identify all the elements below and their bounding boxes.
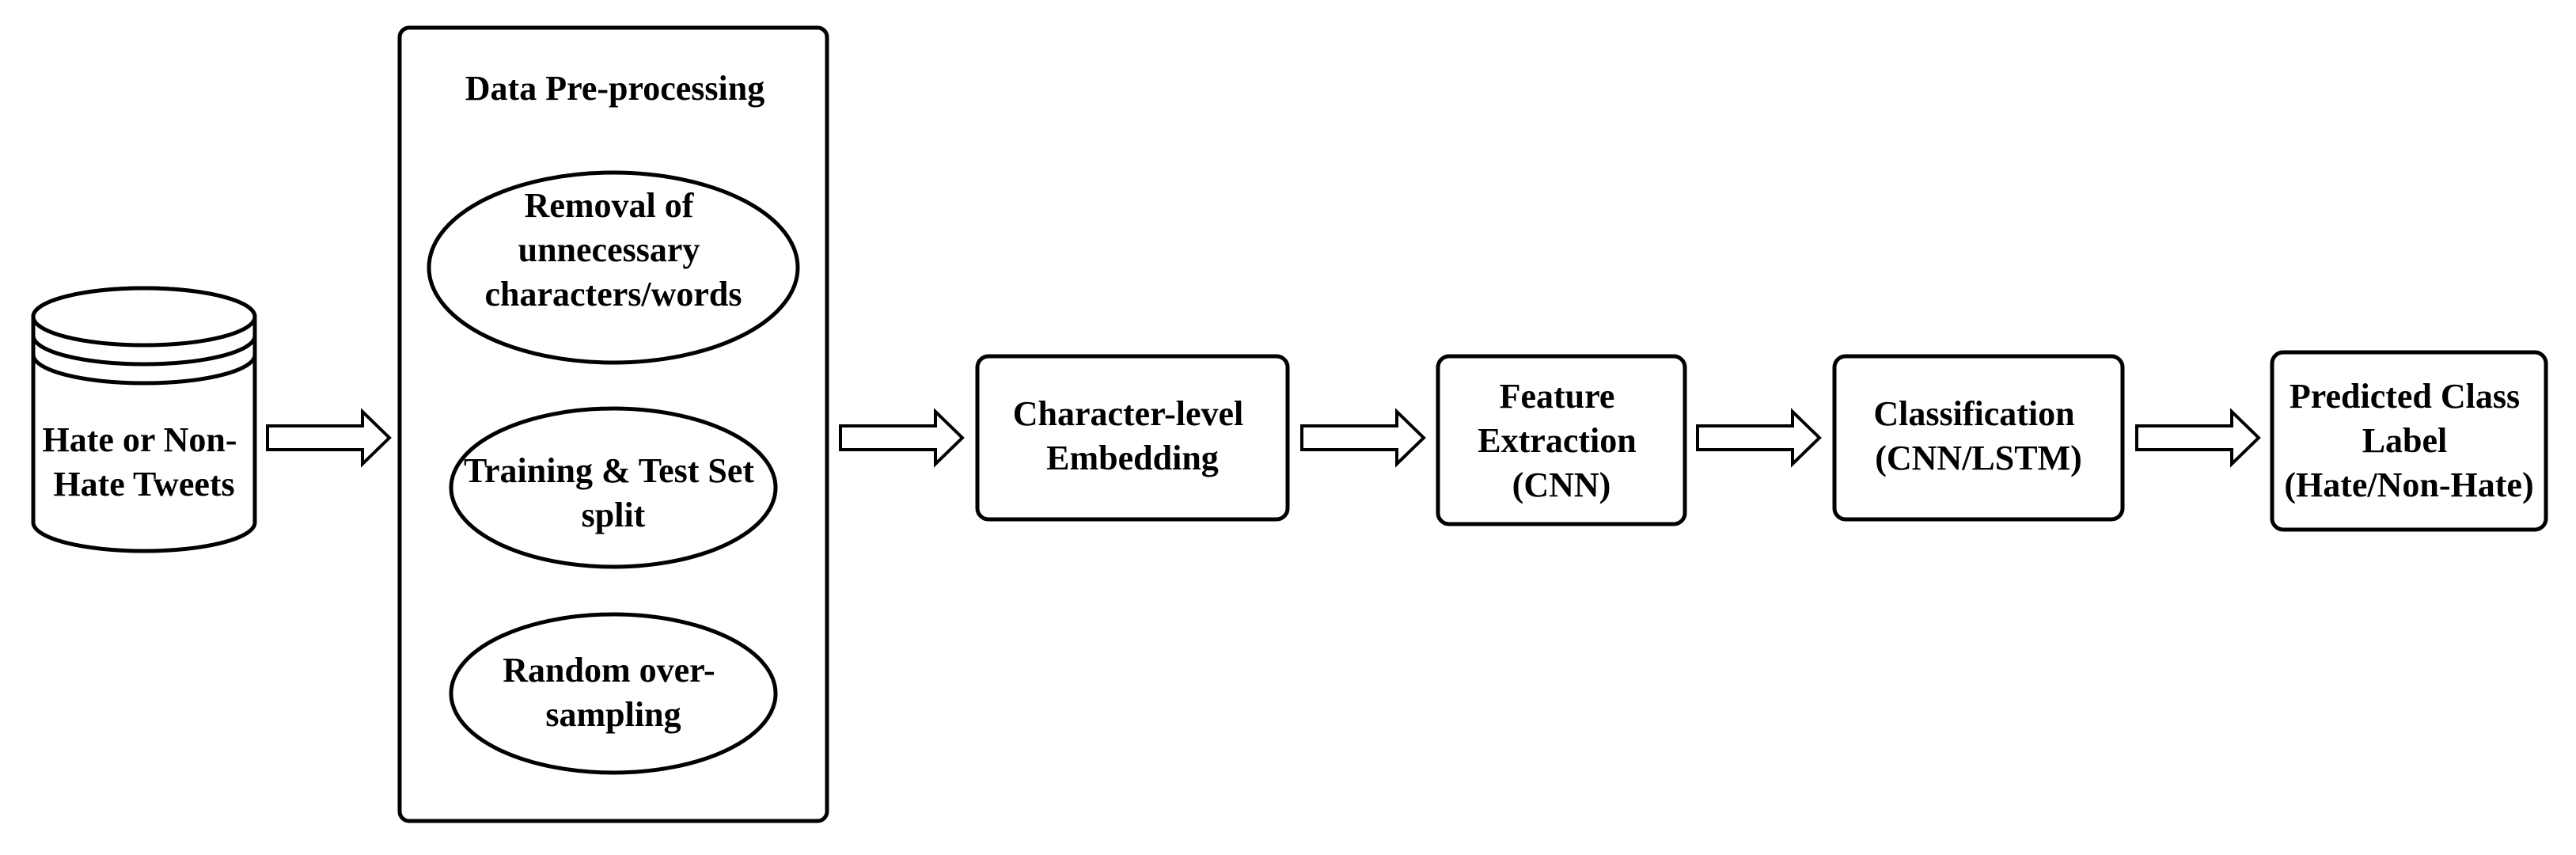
embedding-node: Character-level Embedding [975,354,1290,522]
preprocessing-step-cleaning: Removal of unnecessary characters/words [427,170,800,365]
preprocessing-step-oversampling: Random over- sampling [449,612,778,775]
step-label: Training & Test Set split [464,451,763,534]
classification-box [1832,354,2125,522]
step-ellipse [449,406,778,569]
input-label-line-2: Hate Tweets [53,465,234,504]
step-ellipse [449,612,778,775]
feature-extraction-node: Feature Extraction (CNN) [1436,354,1687,526]
output-box [2270,350,2548,532]
embedding-label: Character-level Embedding [1013,394,1253,477]
step-label-line-2: sampling [545,695,681,734]
preprocessing-title: Data Pre-processing [465,69,764,108]
output-label-line-3: (Hate/Non-Hate) [2284,466,2533,504]
arrow-feature-extraction-to-classification [1696,408,1822,468]
arrow-classification-to-output [2135,408,2261,468]
output-label: Predicted Class Label (Hate/Non-Hate) [2284,377,2533,504]
arrow-preprocessing-to-embedding [839,408,965,468]
classification-node: Classification (CNN/LSTM) [1832,354,2125,522]
feature-extraction-label-line-3: (CNN) [1512,466,1611,504]
step-ellipse [427,170,800,365]
step-label-line-2: split [582,496,646,534]
embedding-box [975,354,1290,522]
step-label-line-3: characters/words [484,275,742,314]
output-label-line-2: Label [2362,421,2448,460]
database-top-rim [31,286,257,348]
preprocessing-step-split: Training & Test Set split [449,406,778,569]
step-label-line-1: Training & Test Set [464,451,754,490]
output-label-line-1: Predicted Class [2290,377,2520,416]
classification-label: Classification (CNN/LSTM) [1873,394,2083,477]
feature-extraction-box [1436,354,1687,526]
input-label: Hate or Non- Hate Tweets [42,420,245,504]
input-database-node: Hate or Non- Hate Tweets [31,286,257,553]
step-label: Random over- sampling [503,651,723,734]
classification-label-line-2: (CNN/LSTM) [1875,439,2082,477]
embedding-label-line-2: Embedding [1046,439,1219,477]
feature-extraction-label-line-2: Extraction [1478,421,1636,460]
step-label-line-1: Random over- [503,651,715,690]
step-label: Removal of unnecessary characters/words [484,186,742,314]
classification-label-line-1: Classification [1873,394,2074,433]
feature-extraction-label: Feature Extraction (CNN) [1478,377,1645,504]
output-node: Predicted Class Label (Hate/Non-Hate) [2270,350,2548,532]
arrow-input-to-preprocessing [266,408,392,468]
input-label-line-1: Hate or Non- [42,420,237,459]
step-label-line-1: Removal of [525,186,695,225]
embedding-label-line-1: Character-level [1013,394,1244,433]
step-label-line-2: unnecessary [518,230,700,269]
database-ring-1 [31,335,257,367]
feature-extraction-label-line-1: Feature [1500,377,1615,416]
arrow-embedding-to-feature-extraction [1300,408,1426,468]
preprocessing-container: Data Pre-processing Removal of unnecessa… [397,25,829,823]
database-ring-2 [31,354,257,386]
